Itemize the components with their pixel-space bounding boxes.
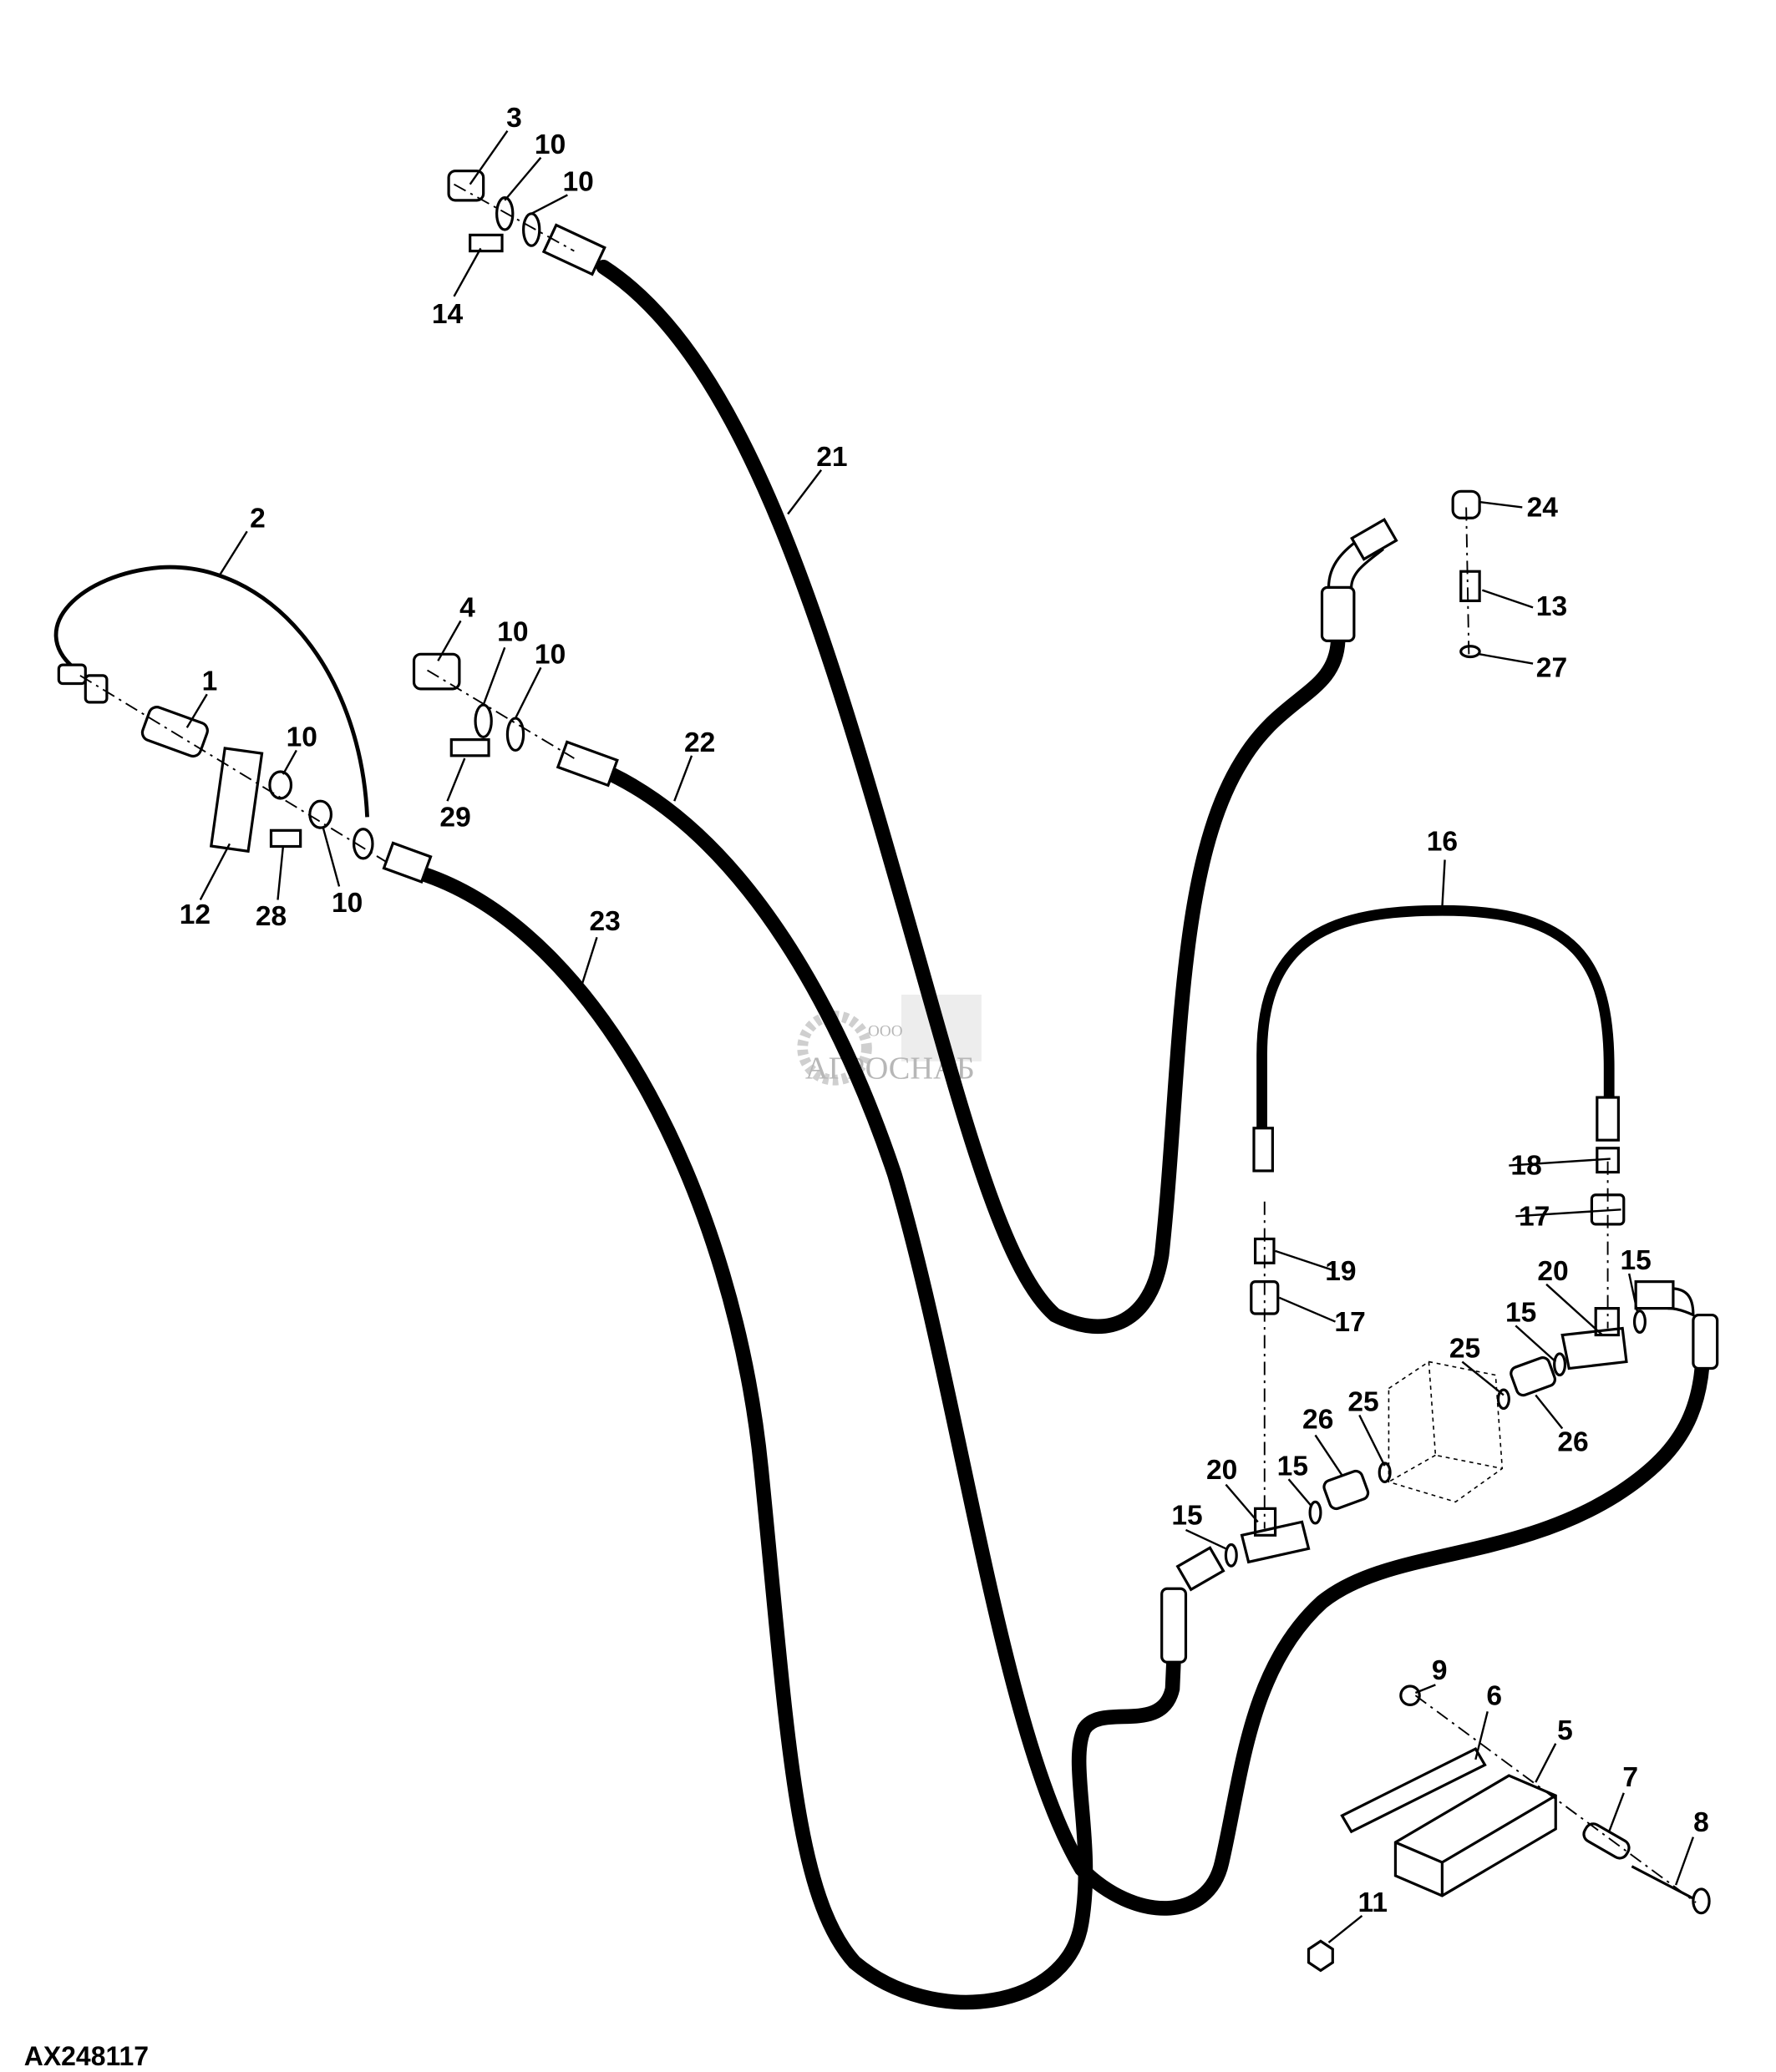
clamp-10 (505, 717, 525, 752)
clamp-10 (495, 196, 515, 231)
bolt-11 (1307, 1939, 1334, 1973)
callout-26: 26 (1302, 1404, 1333, 1435)
callout-22: 22 (684, 727, 715, 758)
callout-10: 10 (497, 616, 528, 647)
callout-7: 7 (1622, 1762, 1638, 1793)
callout-15: 15 (1505, 1298, 1536, 1329)
callout-15: 15 (1277, 1451, 1308, 1482)
coupler-4 (412, 652, 461, 691)
callout-12: 12 (180, 899, 211, 930)
washer-27 (1459, 645, 1481, 659)
callout-10: 10 (535, 129, 566, 160)
clamp-10 (474, 703, 493, 739)
callout-25: 25 (1449, 1334, 1480, 1365)
clip-29 (449, 738, 490, 757)
clamp-10 (522, 212, 541, 247)
callout-20: 20 (1206, 1455, 1237, 1486)
callout-15: 15 (1620, 1245, 1651, 1276)
callout-26: 26 (1557, 1427, 1588, 1458)
clamp-block-5 (1393, 1774, 1557, 1897)
clip-14 (469, 233, 504, 253)
hose-22 (604, 767, 1711, 1916)
centerlines (79, 183, 1697, 1903)
callout-20: 20 (1537, 1256, 1568, 1287)
nut-9 (1399, 1684, 1421, 1706)
callout-19: 19 (1325, 1256, 1356, 1287)
clip-28 (269, 828, 302, 849)
callout-21: 21 (816, 442, 847, 473)
callout-4: 4 (459, 593, 475, 624)
callout-10: 10 (332, 888, 363, 919)
callout-14: 14 (432, 299, 464, 330)
callout-1: 1 (202, 666, 218, 697)
decal-12 (209, 747, 264, 854)
callout-29: 29 (439, 803, 470, 833)
cable-2 (53, 565, 369, 818)
hose-fittings (382, 223, 1719, 1664)
callout-5: 5 (1557, 1715, 1573, 1746)
callout-27: 27 (1536, 653, 1567, 684)
clamp-10 (268, 770, 293, 800)
callout-25: 25 (1347, 1387, 1378, 1418)
callout-24: 24 (1527, 493, 1559, 524)
callout-15: 15 (1171, 1501, 1202, 1532)
coupler-3 (447, 170, 485, 202)
callout-10: 10 (287, 722, 317, 753)
callout-3: 3 (506, 103, 522, 134)
tee-20 (1240, 1507, 1311, 1564)
plate-6 (1340, 1746, 1487, 1834)
callout-13: 13 (1536, 591, 1567, 622)
callout-17: 17 (1334, 1307, 1365, 1338)
tee-20 (1560, 1306, 1628, 1370)
callout-18: 18 (1510, 1151, 1541, 1182)
callout-11: 11 (1358, 1887, 1388, 1918)
fitting-26 (1322, 1469, 1370, 1511)
plug (57, 663, 87, 686)
adapter-13 (1459, 570, 1481, 602)
spacer-7 (1582, 1822, 1631, 1860)
leader-lines (185, 130, 1695, 1943)
valve-outline (1388, 1360, 1504, 1503)
callout-10: 10 (535, 640, 566, 671)
callout-6: 6 (1486, 1680, 1502, 1711)
coupler-1 (140, 706, 209, 758)
hose-21 (596, 259, 1346, 1335)
hose-16 (1256, 904, 1615, 1168)
callout-10: 10 (562, 167, 593, 198)
callout-labels: 3 10 10 14 21 2 24 13 4 10 10 27 1 10 22… (180, 103, 1709, 1918)
callout-16: 16 (1427, 826, 1458, 857)
hose-23 (417, 867, 1183, 2010)
clamp-10 (308, 799, 333, 829)
callout-23: 23 (589, 906, 620, 937)
callout-28: 28 (256, 901, 287, 932)
fitting-26 (1510, 1356, 1556, 1397)
callout-9: 9 (1432, 1655, 1448, 1686)
callout-8: 8 (1693, 1807, 1709, 1838)
callout-17: 17 (1519, 1201, 1550, 1232)
callout-2: 2 (250, 503, 266, 534)
figure-id: AX248117 (24, 2041, 149, 2071)
watermark-prefix: ООО (868, 1023, 903, 1041)
